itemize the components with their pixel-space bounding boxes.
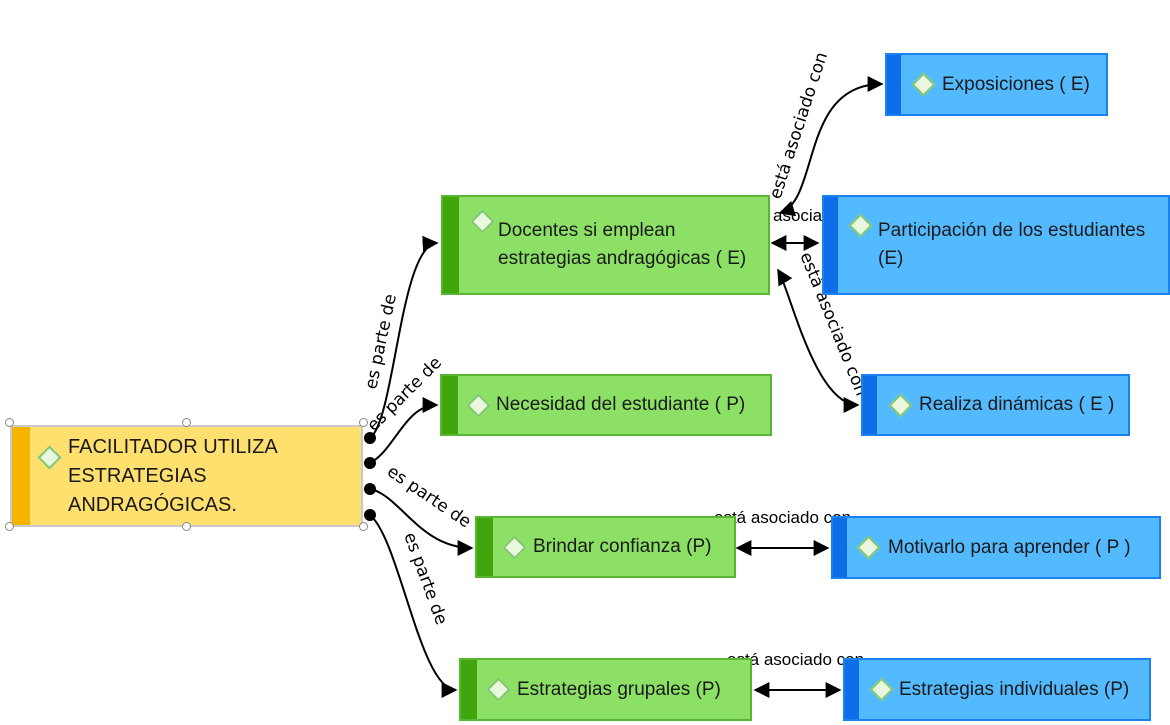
node-participacion[interactable]: Participación de los estudiantes (E) bbox=[822, 195, 1170, 295]
node-stripe bbox=[443, 197, 459, 293]
relation-label: es parte de bbox=[383, 462, 474, 533]
connector-dot bbox=[364, 483, 376, 495]
node-label: Necesidad del estudiante ( P) bbox=[496, 394, 746, 416]
node-stripe bbox=[442, 376, 458, 434]
node-stripe bbox=[887, 55, 901, 114]
node-grupales[interactable]: Estrategias grupales (P) bbox=[459, 658, 752, 721]
connector-docentes-realiza bbox=[777, 268, 860, 413]
node-individuales[interactable]: Estrategias individuales (P) bbox=[843, 658, 1151, 721]
node-label: Docentes si emplean estrategias andragóg… bbox=[498, 220, 747, 269]
node-stripe bbox=[477, 518, 493, 576]
root-node[interactable]: FACILITADOR UTILIZA ESTRATEGIAS ANDRAGÓG… bbox=[10, 425, 363, 527]
connector-dot bbox=[364, 432, 376, 444]
node-docentes[interactable]: Docentes si emplean estrategias andragóg… bbox=[441, 195, 770, 295]
connector-root-docentes bbox=[369, 235, 439, 439]
selection-handle[interactable] bbox=[182, 418, 191, 427]
node-exposiciones[interactable]: Exposiciones ( E) bbox=[885, 53, 1108, 116]
selection-handle[interactable] bbox=[5, 418, 14, 427]
node-label: Participación de los estudiantes (E) bbox=[878, 220, 1146, 269]
node-stripe bbox=[833, 518, 847, 577]
relation-label: está asociado con bbox=[727, 650, 864, 669]
connector-dot bbox=[364, 457, 376, 469]
selection-handle[interactable] bbox=[359, 418, 368, 427]
node-necesidad[interactable]: Necesidad del estudiante ( P) bbox=[440, 374, 772, 436]
connector-root-necesidad bbox=[369, 397, 439, 464]
node-label: FACILITADOR UTILIZA ESTRATEGIAS ANDRAGÓG… bbox=[68, 435, 277, 516]
diamond-icon bbox=[486, 677, 511, 702]
node-stripe bbox=[824, 197, 838, 293]
connector-root-grupales bbox=[369, 514, 458, 698]
selection-handle[interactable] bbox=[359, 522, 368, 531]
node-label: Estrategias grupales (P) bbox=[517, 678, 721, 700]
diamond-icon bbox=[37, 445, 62, 470]
diamond-icon bbox=[470, 209, 495, 234]
node-stripe bbox=[12, 427, 30, 525]
diamond-icon bbox=[502, 535, 527, 560]
node-label: Motivarlo para aprender ( P ) bbox=[888, 536, 1131, 558]
relation-label: es parte de bbox=[361, 292, 401, 391]
relation-label: asociad bbox=[773, 206, 832, 225]
diamond-icon bbox=[466, 393, 491, 418]
connector-docentes-exposiciones bbox=[778, 76, 884, 217]
node-label: Exposiciones ( E) bbox=[942, 73, 1090, 95]
connector-dot bbox=[364, 509, 376, 521]
relation-label: está asociado con bbox=[714, 508, 851, 527]
node-label: Estrategias individuales (P) bbox=[899, 678, 1130, 700]
node-stripe bbox=[863, 376, 877, 434]
node-brindar[interactable]: Brindar confianza (P) bbox=[475, 516, 736, 578]
selection-handle[interactable] bbox=[5, 522, 14, 531]
node-label: Realiza dinámicas ( E ) bbox=[919, 394, 1115, 416]
diamond-icon bbox=[869, 677, 894, 702]
diamond-icon bbox=[911, 72, 936, 97]
diamond-icon bbox=[856, 535, 881, 560]
node-realiza[interactable]: Realiza dinámicas ( E ) bbox=[861, 374, 1130, 436]
node-stripe bbox=[461, 660, 477, 719]
diamond-icon bbox=[888, 393, 913, 418]
node-label: Brindar confianza (P) bbox=[533, 536, 712, 558]
relation-label: es parte de bbox=[399, 530, 451, 628]
diamond-icon bbox=[848, 213, 873, 238]
selection-handle[interactable] bbox=[182, 522, 191, 531]
connector-root-brindar bbox=[369, 488, 474, 556]
node-motivarlo[interactable]: Motivarlo para aprender ( P ) bbox=[831, 516, 1161, 579]
node-stripe bbox=[845, 660, 859, 719]
